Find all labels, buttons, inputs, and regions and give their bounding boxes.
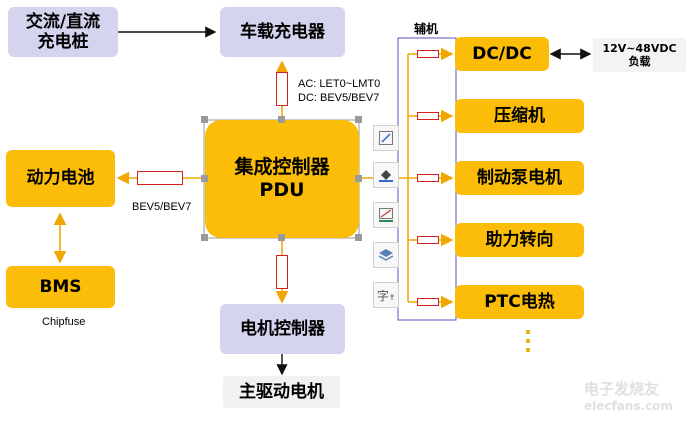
charger-fuse-dc-label: DC: BEV5/BEV7 bbox=[298, 92, 380, 104]
ptc-block[interactable]: PTC电热 bbox=[455, 285, 584, 319]
svg-text:字: 字 bbox=[377, 288, 389, 303]
compressor-fuse bbox=[417, 112, 439, 120]
resize-handle-sw[interactable] bbox=[201, 234, 208, 241]
charging-pile-block[interactable]: 交流/直流 充电桩 bbox=[8, 7, 118, 57]
more-items-indicator: ⋮ bbox=[515, 325, 541, 355]
toolbar-item-edit[interactable] bbox=[373, 125, 399, 151]
edit-icon bbox=[379, 131, 393, 145]
bms-block[interactable]: BMS bbox=[6, 266, 115, 308]
resize-handle-nw[interactable] bbox=[201, 116, 208, 123]
layers-icon bbox=[378, 249, 394, 261]
resize-handle-e[interactable] bbox=[355, 175, 362, 182]
resize-handle-w[interactable] bbox=[201, 175, 208, 182]
compressor-label: 压缩机 bbox=[494, 105, 545, 126]
battery-label: 动力电池 bbox=[26, 168, 95, 189]
pdu-block[interactable]: 集成控制器 PDU bbox=[205, 120, 359, 238]
charger-fuse bbox=[276, 72, 288, 106]
charger-fuse-ac-label: AC: LET0~LMT0 bbox=[298, 78, 381, 90]
toolbar-item-fill[interactable] bbox=[373, 162, 399, 188]
ptc-label: PTC电热 bbox=[484, 291, 555, 312]
onboard-charger-label: 车载充电器 bbox=[240, 21, 325, 42]
bms-label: BMS bbox=[39, 276, 82, 297]
text-format-icon: 字 bbox=[377, 288, 394, 303]
motor-controller-label: 电机控制器 bbox=[240, 318, 325, 339]
toolbar-item-text-format[interactable]: 字 bbox=[373, 282, 399, 308]
dc-load-block[interactable]: 12V~48VDC 负载 bbox=[593, 38, 686, 72]
watermark-title: 电子发烧友 bbox=[584, 380, 660, 398]
main-motor-label: 主驱动电机 bbox=[239, 381, 324, 402]
auxiliary-label: 辅机 bbox=[414, 22, 439, 36]
fill-icon bbox=[379, 170, 393, 182]
battery-fuse bbox=[137, 171, 183, 185]
toolbar-item-layers[interactable] bbox=[373, 242, 399, 268]
charging-pile-label: 交流/直流 充电桩 bbox=[25, 11, 101, 52]
resize-handle-n[interactable] bbox=[278, 116, 285, 123]
power-steering-block[interactable]: 助力转向 bbox=[455, 223, 584, 257]
compressor-block[interactable]: 压缩机 bbox=[455, 99, 584, 133]
main-motor-block[interactable]: 主驱动电机 bbox=[223, 376, 340, 408]
watermark-url: elecfans.com bbox=[584, 399, 673, 413]
brake-pump-fuse bbox=[417, 174, 439, 182]
brake-pump-label: 制动泵电机 bbox=[477, 167, 562, 188]
line-color-icon bbox=[379, 208, 393, 222]
motor-controller-block[interactable]: 电机控制器 bbox=[220, 304, 345, 354]
resize-handle-s[interactable] bbox=[278, 234, 285, 241]
motor-fuse bbox=[276, 255, 288, 289]
power-steering-label: 助力转向 bbox=[485, 229, 554, 250]
dcdc-block[interactable]: DC/DC bbox=[455, 37, 549, 71]
dcdc-fuse bbox=[417, 50, 439, 58]
battery-fuse-label: BEV5/BEV7 bbox=[132, 201, 192, 213]
resize-handle-se[interactable] bbox=[355, 234, 362, 241]
dcdc-label: DC/DC bbox=[472, 43, 532, 64]
resize-handle-ne[interactable] bbox=[355, 116, 362, 123]
brake-pump-block[interactable]: 制动泵电机 bbox=[455, 161, 584, 195]
onboard-charger-block[interactable]: 车载充电器 bbox=[220, 7, 345, 57]
bms-fuse-label: Chipfuse bbox=[42, 316, 86, 328]
pdu-label: 集成控制器 PDU bbox=[234, 156, 330, 201]
dc-load-label: 12V~48VDC 负载 bbox=[602, 41, 677, 68]
power-steering-fuse bbox=[417, 236, 439, 244]
ptc-fuse bbox=[417, 298, 439, 306]
toolbar-item-line-color[interactable] bbox=[373, 202, 399, 228]
battery-block[interactable]: 动力电池 bbox=[6, 150, 115, 207]
